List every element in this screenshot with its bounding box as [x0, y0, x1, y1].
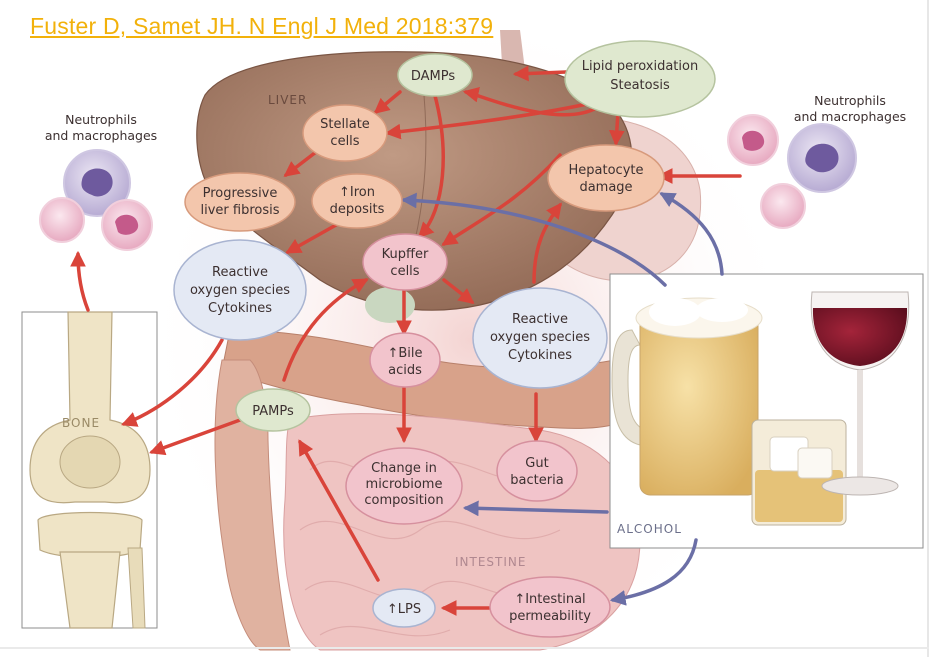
ros-mid-label-line: Reactive	[512, 312, 568, 327]
neutrophils-left-label-line: and macrophages	[45, 128, 157, 143]
hepatocyte-label-line: Hepatocyte	[569, 163, 644, 178]
node-kupffer-cells	[363, 234, 447, 290]
whiskey-glass-illustration	[752, 420, 846, 525]
neutrophils-left-label-line: Neutrophils	[65, 112, 137, 127]
microbiome-label-line: Change in	[371, 461, 437, 476]
node-intestinal-permeability	[490, 577, 610, 637]
lps-label: ↑LPS	[387, 602, 421, 617]
pamps-label-line: PAMPs	[252, 404, 294, 419]
gut-label-line: bacteria	[510, 473, 563, 488]
damps-label-line: DAMPs	[411, 69, 456, 84]
damps-label: DAMPs	[411, 69, 456, 84]
left-immune-cells	[40, 150, 152, 250]
node-iron-deposits	[312, 174, 402, 228]
bottom-border	[0, 647, 929, 649]
neutrophils-right-label-line: and macrophages	[794, 109, 906, 124]
hepatocyte-label-line: damage	[579, 180, 632, 195]
stellate-label-line: Stellate	[320, 117, 370, 132]
permeability-label-line: permeability	[509, 609, 591, 624]
iron-label-line: deposits	[330, 202, 385, 217]
citation-link[interactable]: Fuster D, Samet JH. N Engl J Med 2018:37…	[30, 13, 493, 40]
liver-organ-label: LIVER	[268, 93, 307, 107]
lipid-label-line: Steatosis	[610, 78, 670, 93]
node-stellate-cells	[303, 105, 387, 161]
intestine-organ-label: INTESTINE	[455, 555, 526, 569]
gallbladder-shape	[365, 287, 415, 323]
ros-left-label-line: Reactive	[212, 265, 268, 280]
microbiome-label-line: microbiome	[366, 477, 443, 492]
microbiome-label-line: composition	[364, 493, 443, 508]
bile-label-line: ↑Bile	[387, 346, 422, 361]
alcohol-label: ALCOHOL	[617, 522, 682, 536]
ros-mid-label-line: Cytokines	[508, 348, 572, 363]
fibrosis-label-line: liver fibrosis	[200, 203, 279, 218]
lps-label-line: ↑LPS	[387, 602, 421, 617]
neutrophils-right-label-line: Neutrophils	[814, 93, 886, 108]
permeability-label-line: ↑Intestinal	[514, 592, 585, 607]
pamps-label: PAMPs	[252, 404, 294, 419]
kupffer-label-line: Kupffer	[382, 247, 429, 262]
gut-label-line: Gut	[525, 456, 548, 471]
iron-label-line: ↑Iron	[339, 185, 375, 200]
fibrosis-label-line: Progressive	[203, 186, 278, 201]
kupffer-label-line: cells	[390, 264, 419, 279]
stellate-label-line: cells	[330, 134, 359, 149]
node-gut-bacteria	[497, 441, 577, 501]
bile-label-line: acids	[388, 363, 422, 378]
node-liver-fibrosis	[185, 173, 295, 231]
bone-organ-label: BONE	[62, 416, 100, 430]
node-hepatocyte-damage	[548, 145, 664, 211]
ros-left-label-line: Cytokines	[208, 301, 272, 316]
ros-mid-label-line: oxygen species	[490, 330, 590, 345]
ros-left-label-line: oxygen species	[190, 283, 290, 298]
lipid-label-line: Lipid peroxidation	[582, 59, 698, 74]
